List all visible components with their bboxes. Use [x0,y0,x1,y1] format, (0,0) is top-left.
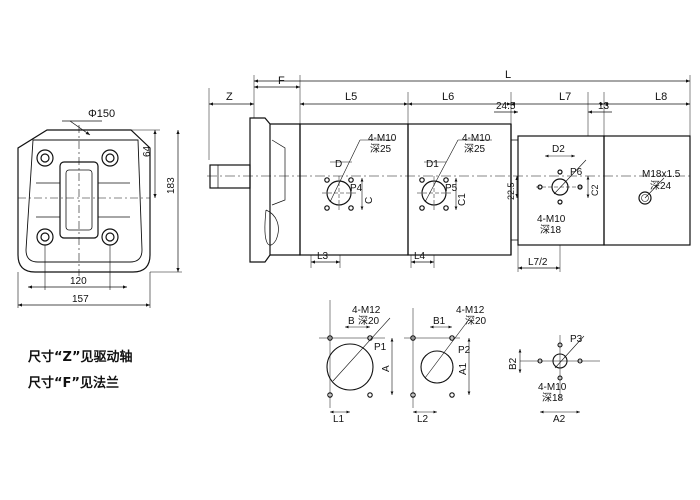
port3-p: P6 [570,167,583,178]
flange2-thread: 4-M12 [456,305,485,316]
front-bolt-tr [101,149,119,167]
drive-shaft [209,164,251,189]
front-flange-outline [25,139,143,263]
flange3-p: P3 [570,334,583,345]
mounting-flange [249,117,271,263]
flange1-thread: 4-M12 [352,305,381,316]
port3-depth: 深18 [540,224,562,236]
port2-circle [421,180,447,206]
port1-thread: 4-M10 [368,133,397,144]
flange2-l: L2 [417,414,429,425]
port1-circle [326,180,352,206]
flange-detail-1 [319,300,394,414]
front-housing-outline [17,129,151,273]
port3-c: C2 [590,184,600,196]
end-port-circle [638,191,652,205]
flange2-b: B1 [433,316,446,327]
height-label: 183 [166,177,177,194]
side-view [207,75,692,272]
flange2-depth: 深20 [465,315,487,327]
dim-22-5: 22.5 [506,182,516,200]
port3-thread: 4-M10 [537,214,566,225]
dim-l: L [505,69,511,81]
port2-c: C1 [457,193,468,206]
front-bolt-tl [36,149,54,167]
flange1-l: L1 [333,414,345,425]
dim-l7-half: L7/2 [528,257,548,268]
bolt-span-label: 120 [70,276,87,287]
dim-l4: L4 [414,251,426,262]
dim-l6: L6 [442,91,454,103]
front-bolt-br [101,228,119,246]
port2-depth: 深25 [464,143,486,155]
port1-d: D [335,159,342,170]
flange3-a: A2 [553,414,566,425]
port1-depth: 深25 [370,143,392,155]
flange3-thread: 4-M10 [538,382,567,393]
note-flange: 尺寸“F”见法兰 [28,376,119,391]
port3-d: D2 [552,144,565,155]
flange1-circle [326,343,374,391]
dim-l7: L7 [559,91,571,103]
diameter-label: Φ150 [88,108,115,120]
flange3-circle [552,353,568,369]
flange2-p: P2 [458,345,471,356]
dim-l5: L5 [345,91,357,103]
note-drive-shaft: 尺寸“Z”见驱动轴 [28,350,133,365]
end-port-thread: M18x1.5 [642,169,681,180]
flange1-a: A [381,365,392,372]
flange3-depth: 深18 [542,392,564,404]
dim-24-5: 24.5 [496,101,516,112]
flange1-b: B [348,316,355,327]
end-port-depth: 深24 [650,180,672,192]
pump-section-2 [407,123,512,256]
flange-detail-2 [404,308,471,414]
port2-d: D1 [426,159,439,170]
flange1-depth: 深20 [358,315,380,327]
port1-c: C [364,197,375,204]
dim-l3: L3 [317,251,329,262]
port2-thread: 4-M10 [462,133,491,144]
dim-z: Z [226,91,233,103]
flange1-p: P1 [374,342,387,353]
dim-l8: L8 [655,91,667,103]
dim-13: 13 [598,101,610,112]
port1-p: P4 [350,183,363,194]
width-label: 157 [72,294,89,305]
port2-p: P5 [445,183,458,194]
dim-f: F [278,75,285,87]
pump-end-cover [603,135,691,246]
flange-detail-3 [518,335,600,414]
flange3-b: B2 [508,357,519,370]
front-view [17,120,182,308]
front-bolt-bl [36,228,54,246]
flange2-a: A1 [458,362,469,375]
flange2-circle [420,350,454,384]
offset-label: 64 [142,145,153,157]
